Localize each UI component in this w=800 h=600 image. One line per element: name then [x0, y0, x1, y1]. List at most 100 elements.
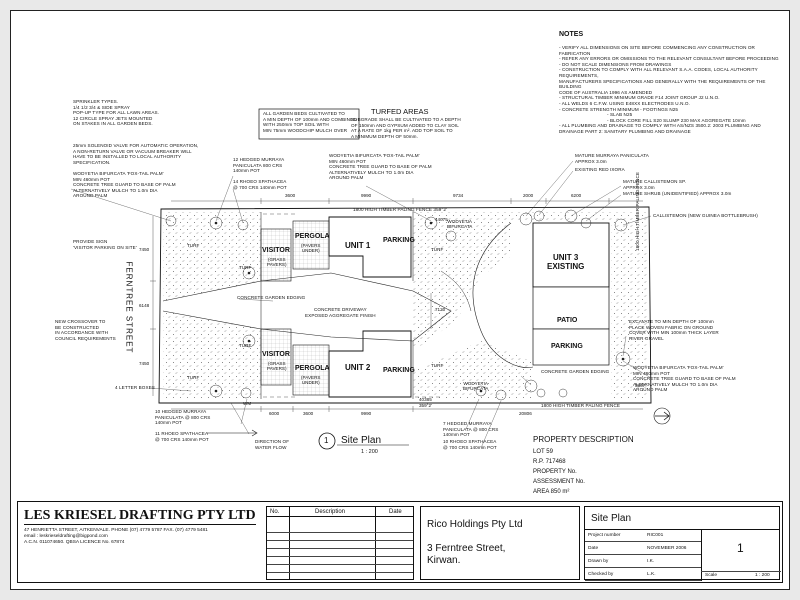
site-plan-drawing — [70, 108, 671, 450]
callout-rhoeo-bottom-left: 11 RHOEO SPATHACEA @ 700 CRS 140mm POT — [155, 431, 209, 442]
drawing-sheet: NOTES - VERIFY ALL DIMENSIONS ON SITE BE… — [10, 10, 790, 590]
rev-header-no: No. — [270, 509, 280, 515]
dim-bottom-4: 20806 — [519, 411, 532, 416]
callout-murraya-bottom-mid: 7 HEDGED MURRAYA PANICULATA @ 800 CRS 14… — [443, 421, 499, 438]
note-item: - CONCRETE STRENGTH MINIMUM - FOOTINGS N… — [559, 106, 679, 112]
field-key: Drawn by — [588, 559, 609, 564]
palm-note-left: WODYETIA BIFURCATA 'FOX-TAIL PALM' MIN 4… — [73, 171, 176, 199]
visitor-sign-note: PROVIDE SIGN 'VISITOR PARKING ON SITE' — [73, 239, 137, 250]
turf-label-3: TURF — [239, 265, 252, 270]
turf-label-5: TURF — [431, 247, 444, 252]
dim-misc-5: 3867 — [635, 383, 646, 388]
client-box: Rico Holdings Pty Ltd 3 Ferntree Street,… — [420, 506, 580, 580]
callout-callistemon: CALLISTEMON (NEW GUINEA BOTTLEBRUSH) — [653, 213, 758, 218]
drawing-title: Site Plan — [591, 513, 632, 524]
unit2-outline — [328, 330, 412, 398]
note-item: - ALL PLUMBING AND DRAINAGE TO COMPLY WI… — [559, 123, 761, 134]
note-item: - SLAB N25 — [607, 112, 633, 118]
site-plan-symbol — [318, 432, 336, 450]
pavers1-label: (GRASS PAVERS) — [267, 257, 287, 267]
pergola2-sub: (PAVERS UNDER) — [301, 375, 321, 385]
rev-header-date: Date — [389, 509, 402, 515]
dim-top-4: 2000 — [523, 193, 534, 198]
callout-excavate: EXCAVATE TO MIN DEPTH OF 100mm PLACE WOV… — [629, 319, 719, 341]
wodyetia-label-2: WODYETIA BIFURCATA — [463, 381, 489, 391]
site-address: 3 Ferntree Street, Kirwan. — [427, 543, 506, 566]
fence-bottom: 1800 HIGH TIMBER PALING FENCE — [541, 403, 621, 408]
note-item: - ALL WELDS 6 C.F.W. USING E48XX ELECTRO… — [559, 100, 690, 106]
fence-top: 1800 HIGH TIMBER PALING FENCE 359°2' — [353, 207, 447, 212]
dim-bottom-1: 6000 — [269, 411, 280, 416]
patio-label: PATIO — [557, 317, 578, 324]
company-name: LES KRIESEL DRAFTING PTY LTD — [24, 508, 256, 523]
dim-misc-4: 359°2' — [419, 403, 432, 408]
valve-note: 25mm SOLENOID VALVE FOR AUTOMATIC OPERAT… — [73, 143, 199, 165]
garden-beds-note: ALL GARDEN BEDS CULTIVATED TO A MIN DEPT… — [263, 111, 357, 133]
callout-rhoeo-top: 14 RHOEO SPATHACEA @ 700 CRS 140mm POT — [233, 179, 287, 190]
callout-rhoeo-bottom-mid: 10 RHOEO SPATHACEA @ 700 CRS 140mm POT — [443, 439, 497, 450]
notes-title: NOTES — [559, 31, 584, 38]
note-item: - STRUCTURAL TIMBER MINIMUM GRADE F14 JO… — [559, 95, 720, 101]
rev-header-description: Description — [315, 509, 346, 515]
field-value: NOVEMBER 2006 — [647, 546, 687, 551]
dim-misc-1: 44075 — [435, 217, 448, 222]
fence-right: 1800 HIGH TIMBER PALING FENCE — [635, 171, 640, 251]
visitor2-label: VISITOR — [262, 351, 290, 358]
titleblock-field: Drawn by I.K. — [585, 555, 701, 568]
dim-misc-2: 7120 — [435, 307, 446, 312]
callout-mature-murraya: MATURE MURRAYA PANICULATA APPROX 3.0m — [575, 153, 649, 164]
visitor1-label: VISITOR — [262, 247, 290, 254]
callout-water-flow: DIRECTION OF WATER FLOW — [255, 439, 290, 450]
note-item: - REFER ANY ERRORS OR OMISSIONS TO THE R… — [559, 56, 779, 62]
dim-bottom-3: 9990 — [361, 411, 372, 416]
revision-table: No. Description Date — [266, 506, 414, 580]
field-key: Checked by — [588, 572, 614, 577]
company-address: 47 HENRIETTA STREET, AITKENVALE. PHONE (… — [24, 528, 208, 533]
turf-label-4: TURF — [239, 343, 252, 348]
property-rp: R.P. 717468 — [533, 459, 566, 465]
north-arrow — [653, 407, 671, 425]
turfed-areas-text: SUBGRADE SHALL BE CULTIVATED TO A DEPTH … — [351, 117, 461, 139]
callout-edging-top: CONCRETE GARDEN EDGING — [237, 295, 306, 300]
letter-boxes-note: 4 LETTER BOXES — [115, 385, 155, 390]
scale-label: Scale — [705, 573, 717, 578]
dim-left-1: 7450 — [139, 247, 150, 252]
callout-existing-ixora: EXISTING RED IXORA — [575, 167, 625, 172]
dim-left-2: 6148 — [139, 303, 150, 308]
site-plan-number: 1 — [324, 436, 329, 445]
field-key: Date — [588, 546, 599, 551]
title-block: LES KRIESEL DRAFTING PTY LTD 47 HENRIETT… — [17, 501, 783, 583]
field-value: I.K. — [647, 559, 655, 564]
scale-value: 1 : 200 — [755, 573, 770, 578]
site-plan-scale: 1 : 200 — [361, 449, 378, 455]
parking2-label: PARKING — [383, 367, 415, 374]
field-value: RIC001 — [647, 533, 664, 538]
dim-top-2: 9990 — [361, 193, 372, 198]
pavers2-label: (GRASS PAVERS) — [267, 361, 287, 371]
unit2-label: UNIT 2 — [345, 363, 371, 372]
pergola1-sub: (PAVERS UNDER) — [301, 243, 321, 253]
turf-label-6: TURF — [431, 363, 444, 368]
site-boundary — [158, 206, 652, 404]
dim-misc-3: 40385 — [419, 397, 432, 402]
turfed-areas-title: TURFED AREAS — [371, 107, 429, 116]
note-item: - CONSTRUCTION TO COMPLY WITH ALL RELEVA… — [559, 67, 766, 95]
company-email: email : leskrieseldrafting@bigpond.com — [24, 534, 108, 539]
callout-palm-mid: WODYETIA BIFURCATA 'FOX-TAIL PALM' MIN 4… — [329, 153, 432, 181]
titleblock-field: Checked by L.K. — [585, 568, 701, 581]
property-no: PROPERTY No. — [533, 469, 577, 475]
note-item: - BLOCK CORE FILL S20 SLUMP 230 MAX AGGR… — [607, 117, 746, 123]
field-value: L.K. — [647, 572, 656, 577]
site-plan-title: Site Plan — [341, 435, 382, 446]
callout-murraya-bottom-left: 10 HEDGED MURRAYA PANICULATA @ 800 CRS 1… — [155, 409, 211, 426]
callout-murraya-top: 12 HEDGED MURRAYA PANICULATA 800 CRS 140… — [233, 157, 285, 174]
dim-bottom-2: 3600 — [303, 411, 314, 416]
street-label: FERNTREE STREET — [124, 261, 134, 354]
parking1-label: PARKING — [383, 237, 415, 244]
property-title: PROPERTY DESCRIPTION — [533, 435, 634, 444]
callout-mature-shrub: MATURE SHRUB (UNIDENTIFIED) APPROX 3.0m — [623, 191, 732, 196]
wm-label: WM — [243, 401, 252, 406]
pergola1-label: PERGOLA — [295, 233, 330, 240]
